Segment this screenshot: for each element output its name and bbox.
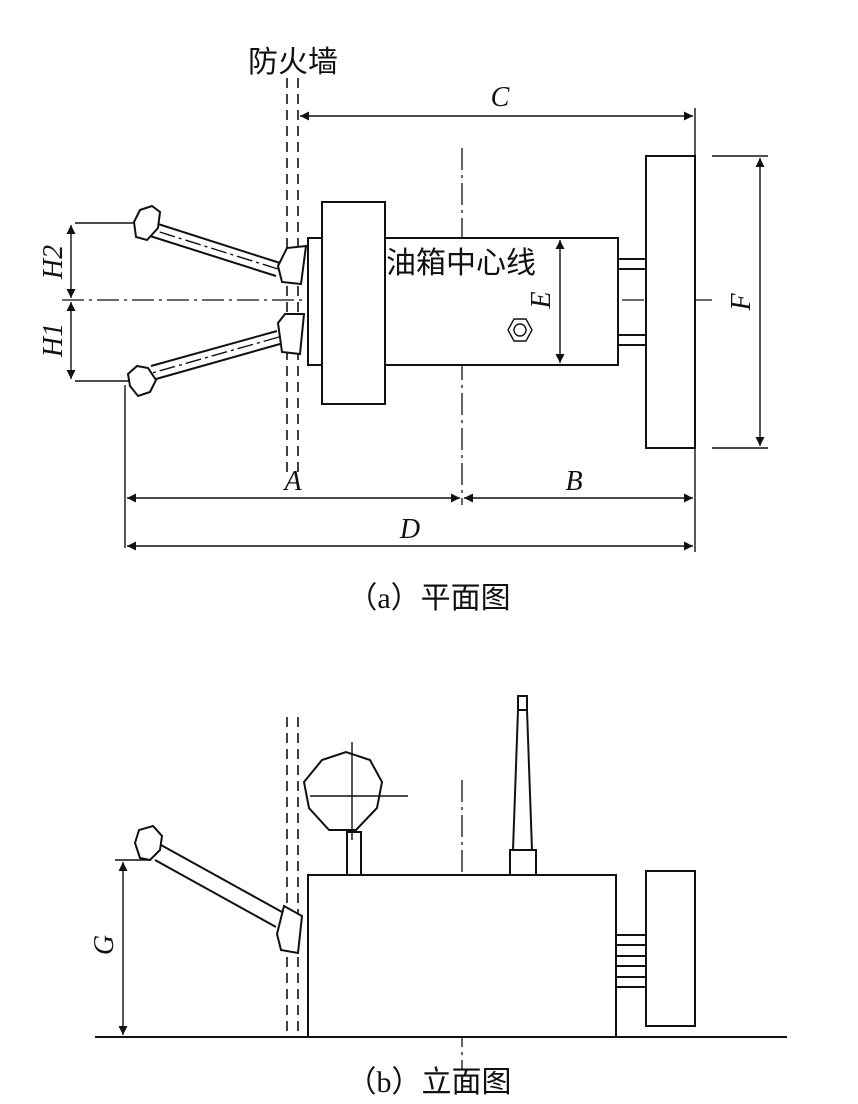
- gauge-stem: [346, 831, 362, 876]
- elev-rod-3: [615, 976, 647, 988]
- firewall-label: 防火墙: [248, 46, 338, 79]
- panel-rod-bottom: [617, 334, 647, 346]
- elev-rod-1: [615, 934, 647, 946]
- elev-rod-2: [615, 955, 647, 967]
- elev-tank-body: [307, 874, 617, 1038]
- oil-tank-centerline-label: 油箱中心线: [386, 247, 536, 280]
- plan-view: 防火墙 E 油箱中心线: [38, 46, 768, 615]
- elev-control-panel: [645, 870, 696, 1027]
- elev-gauge: [302, 742, 408, 876]
- plan-caption: （a）平面图: [347, 582, 510, 615]
- control-panel: [645, 155, 696, 449]
- dim-D-label: D: [399, 514, 420, 545]
- dim-G-label: G: [89, 935, 120, 955]
- panel-rod-top: [617, 258, 647, 270]
- hex-nut: [507, 318, 533, 342]
- elev-exhaust-stack: [509, 695, 537, 876]
- tank-flange: [321, 201, 386, 405]
- dim-H1-label: H1: [38, 323, 69, 358]
- dim-E-label: E: [526, 291, 557, 309]
- lower-nozzle: [126, 313, 306, 398]
- dim-B-label: B: [565, 466, 582, 497]
- elevation-caption: （b）立面图: [347, 1066, 512, 1099]
- elevation-view: G （b）立面图: [89, 695, 787, 1099]
- upper-nozzle: [132, 204, 308, 286]
- dim-F-label: F: [726, 293, 757, 312]
- dim-A-label: A: [282, 466, 302, 497]
- elev-nozzle: [133, 824, 304, 955]
- dim-H2-label: H2: [38, 245, 69, 280]
- dim-C-label: C: [491, 82, 510, 113]
- gauge-octagon: [302, 750, 384, 831]
